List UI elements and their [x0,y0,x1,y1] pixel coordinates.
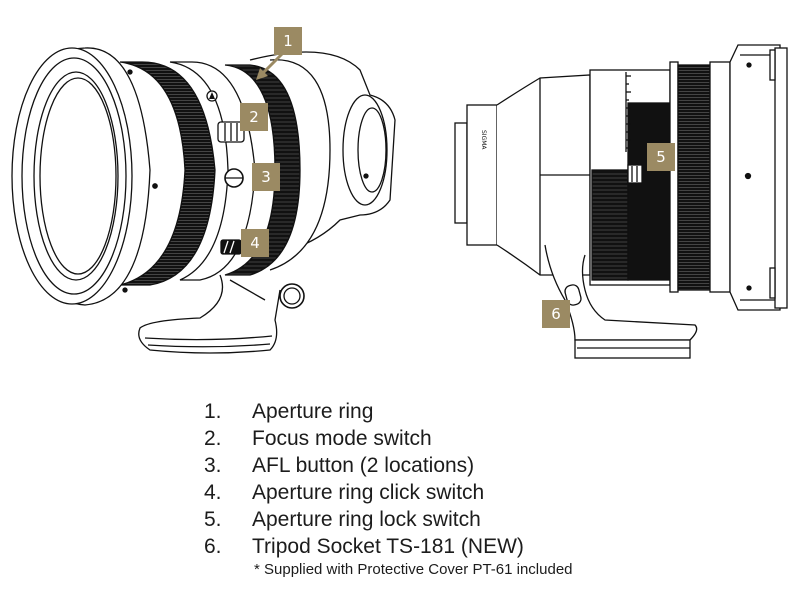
callout-3: 3 [252,163,280,191]
legend-item: 1.Aperture ring [204,400,374,423]
legend-item: 4.Aperture ring click switch [204,481,485,504]
aperture-scale [625,72,631,152]
callout-2: 2 [240,103,268,131]
afl-button [224,168,244,188]
legend-item: 2.Focus mode switch [204,427,432,450]
lens-front-view [11,47,396,354]
lens-side-view: SIGMA [454,44,788,359]
callout-1: 1 [274,27,302,55]
legend-text: AFL button (2 locations) [252,454,475,477]
tripod-foot-left [138,274,281,354]
legend-item: 6.Tripod Socket TS-181 (NEW) [204,535,524,558]
callout-6: 6 [542,300,570,328]
focus-ring-side [677,64,711,291]
legend-text: Aperture ring [252,400,374,423]
legend-text: Aperture ring lock switch [252,508,481,531]
lock-switch [627,164,643,184]
aperture-ring [224,64,301,276]
legend-text: Aperture ring click switch [252,481,485,504]
legend-text: Tripod Socket TS-181 (NEW) [252,535,524,558]
brand-marking: SIGMA [480,130,487,150]
callout-4: 4 [241,229,269,257]
legend-item: 3.AFL button (2 locations) [204,454,475,477]
legend-note: * Supplied with Protective Cover PT-61 i… [254,561,573,578]
tripod-foot-right [544,244,698,341]
focus-mode-switch [217,121,245,143]
callout-5: 5 [647,143,675,171]
legend-text: Focus mode switch [252,427,432,450]
aperture-ring-side [591,169,629,281]
legend-item: 5.Aperture ring lock switch [204,508,481,531]
parts-legend: 1.Aperture ring 2.Focus mode switch 3.AF… [204,398,573,580]
